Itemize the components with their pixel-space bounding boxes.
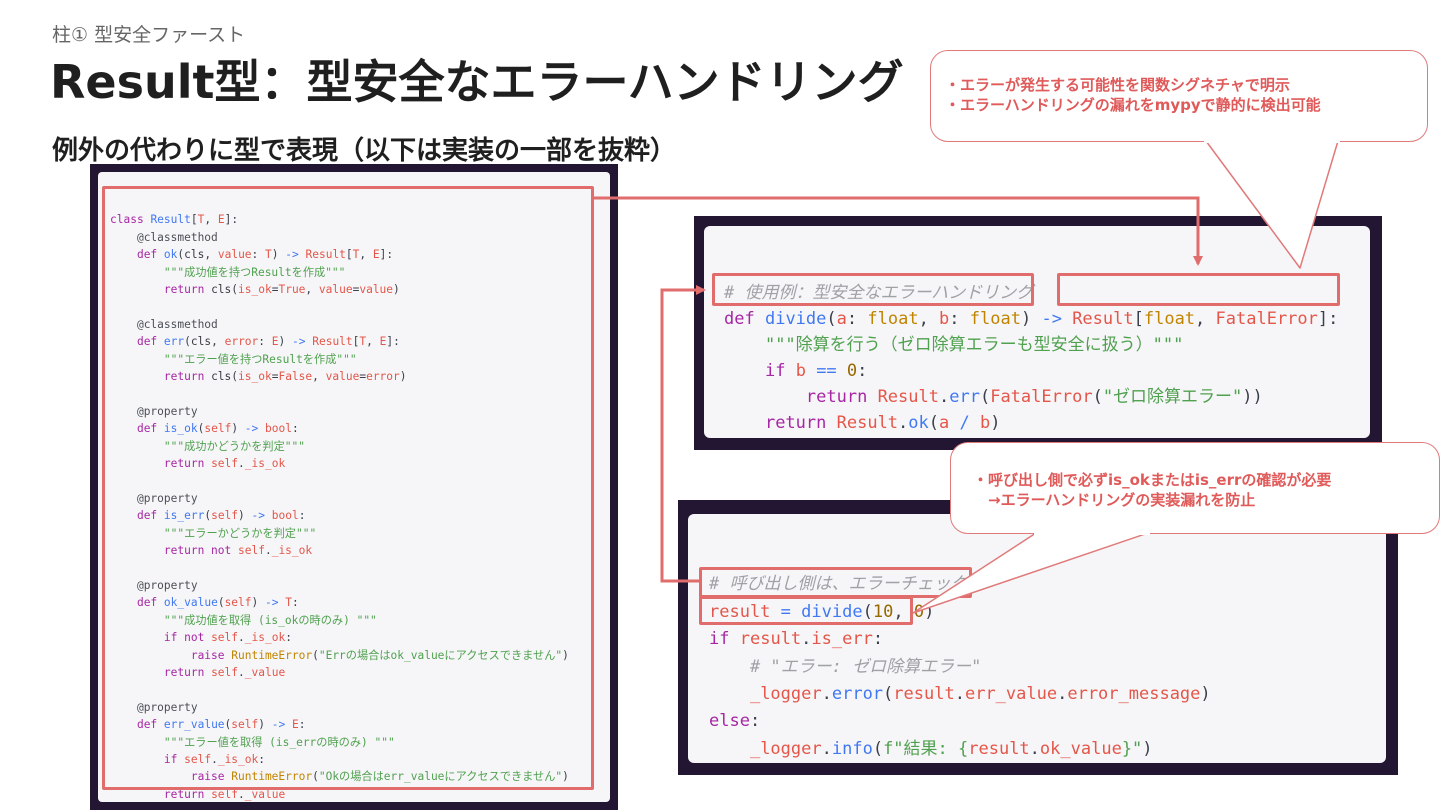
callout-caller-check: ・呼び出し側で必ずis_okまたはis_errの確認が必要 →エラーハンドリング…	[950, 442, 1440, 534]
code-line: """成功かどうかを判定"""	[163, 439, 305, 453]
callout-line: ・呼び出し側で必ずis_okまたはis_errの確認が必要	[973, 471, 1332, 489]
code-line: if result.is_err:	[709, 629, 884, 650]
code-line: def ok(cls, value: T) -> Result[T, E]:	[136, 248, 394, 262]
slide-title: Result型：型安全なエラーハンドリング	[50, 55, 904, 109]
code-line: return self._is_ok	[163, 457, 286, 471]
code-line: """エラー値を取得 (is_errの時のみ) """	[163, 735, 395, 749]
code-line: class Result[T, E]:	[110, 213, 239, 227]
highlight-result-class	[102, 186, 594, 790]
code-line: """成功値を持つResultを作成"""	[163, 265, 346, 279]
code-line: # 使用例：型安全なエラーハンドリング	[724, 283, 1034, 303]
usage-code-card: # 使用例：型安全なエラーハンドリング def divide(a: float, …	[704, 226, 1370, 438]
code-line: return Result.ok(a / b)	[764, 413, 1001, 433]
result-class-code: class Result[T, E]: @classmethod def ok(…	[110, 194, 569, 802]
code-line: def err_value(self) -> E:	[136, 718, 306, 732]
code-line: return not self._is_ok	[163, 544, 313, 558]
code-line: @property	[136, 404, 198, 418]
code-line: """除算を行う（ゼロ除算エラーも型安全に扱う）"""	[764, 335, 1184, 355]
code-line: raise RuntimeError("Errの場合はok_valueにアクセス…	[190, 648, 569, 662]
code-line: # "エラー: ゼロ除算エラー"	[749, 656, 982, 677]
code-line: """成功値を取得 (is_okの時のみ) """	[163, 613, 377, 627]
code-line: raise RuntimeError("Okの場合はerr_valueにアクセス…	[190, 770, 569, 784]
highlight-divide-signature	[712, 273, 1034, 306]
code-line: return self._value	[163, 665, 286, 679]
code-line: return cls(is_ok=False, value=error)	[163, 370, 407, 384]
code-line: """エラー値を持つResultを作成"""	[163, 352, 357, 366]
code-line: @property	[136, 491, 198, 505]
callout-line: ・エラーが発生する可能性を関数シグネチャで明示	[945, 76, 1290, 94]
code-line: return cls(is_ok=True, value=value)	[163, 283, 400, 297]
highlight-is-err-check	[699, 596, 913, 625]
highlight-result-return-type	[1057, 273, 1340, 306]
code-line: if self._is_ok:	[163, 753, 265, 766]
code-line: if not self._is_ok:	[163, 631, 292, 645]
code-line: def divide(a: float, b: float) -> Result…	[724, 309, 1339, 329]
code-line: def err(cls, error: E) -> Result[T, E]:	[136, 335, 400, 349]
usage-code-panel: # 使用例：型安全なエラーハンドリング def divide(a: float, …	[694, 216, 1382, 450]
code-line: @classmethod	[136, 317, 218, 331]
callout-line: →エラーハンドリングの実装漏れを防止	[973, 491, 1256, 509]
callout-line: ・エラーハンドリングの漏れをmypyで静的に検出可能	[945, 96, 1321, 114]
code-line: return Result.err(FatalError("ゼロ除算エラー"))	[805, 387, 1263, 407]
code-line: @property	[136, 578, 198, 592]
highlight-result-call	[699, 567, 972, 598]
code-line: if b == 0:	[764, 361, 868, 381]
code-line: def is_ok(self) -> bool:	[136, 422, 299, 436]
callout-signature-benefits: ・エラーが発生する可能性を関数シグネチャで明示 ・エラーハンドリングの漏れをmy…	[930, 50, 1428, 142]
code-line: _logger.info(f"結果: {result.ok_value}")	[749, 738, 1153, 759]
code-line: @property	[136, 700, 198, 714]
code-line: return self._value	[163, 787, 286, 801]
usage-code: # 使用例：型安全なエラーハンドリング def divide(a: float, …	[724, 254, 1338, 438]
code-line: def is_err(self) -> bool:	[136, 509, 306, 523]
code-line: def ok_value(self) -> T:	[136, 596, 299, 610]
result-class-code-panel: class Result[T, E]: @classmethod def ok(…	[90, 164, 618, 810]
result-class-code-card: class Result[T, E]: @classmethod def ok(…	[98, 172, 610, 802]
code-line: @classmethod	[136, 230, 218, 244]
slide-subtitle: 柱① 型安全ファースト	[52, 24, 246, 46]
section-heading: 例外の代わりに型で表現（以下は実装の一部を抜粋）	[52, 136, 677, 166]
code-line: _logger.error(result.err_value.error_mes…	[749, 684, 1211, 705]
code-line: """エラーかどうかを判定"""	[163, 526, 317, 540]
code-line: else:	[709, 711, 761, 732]
